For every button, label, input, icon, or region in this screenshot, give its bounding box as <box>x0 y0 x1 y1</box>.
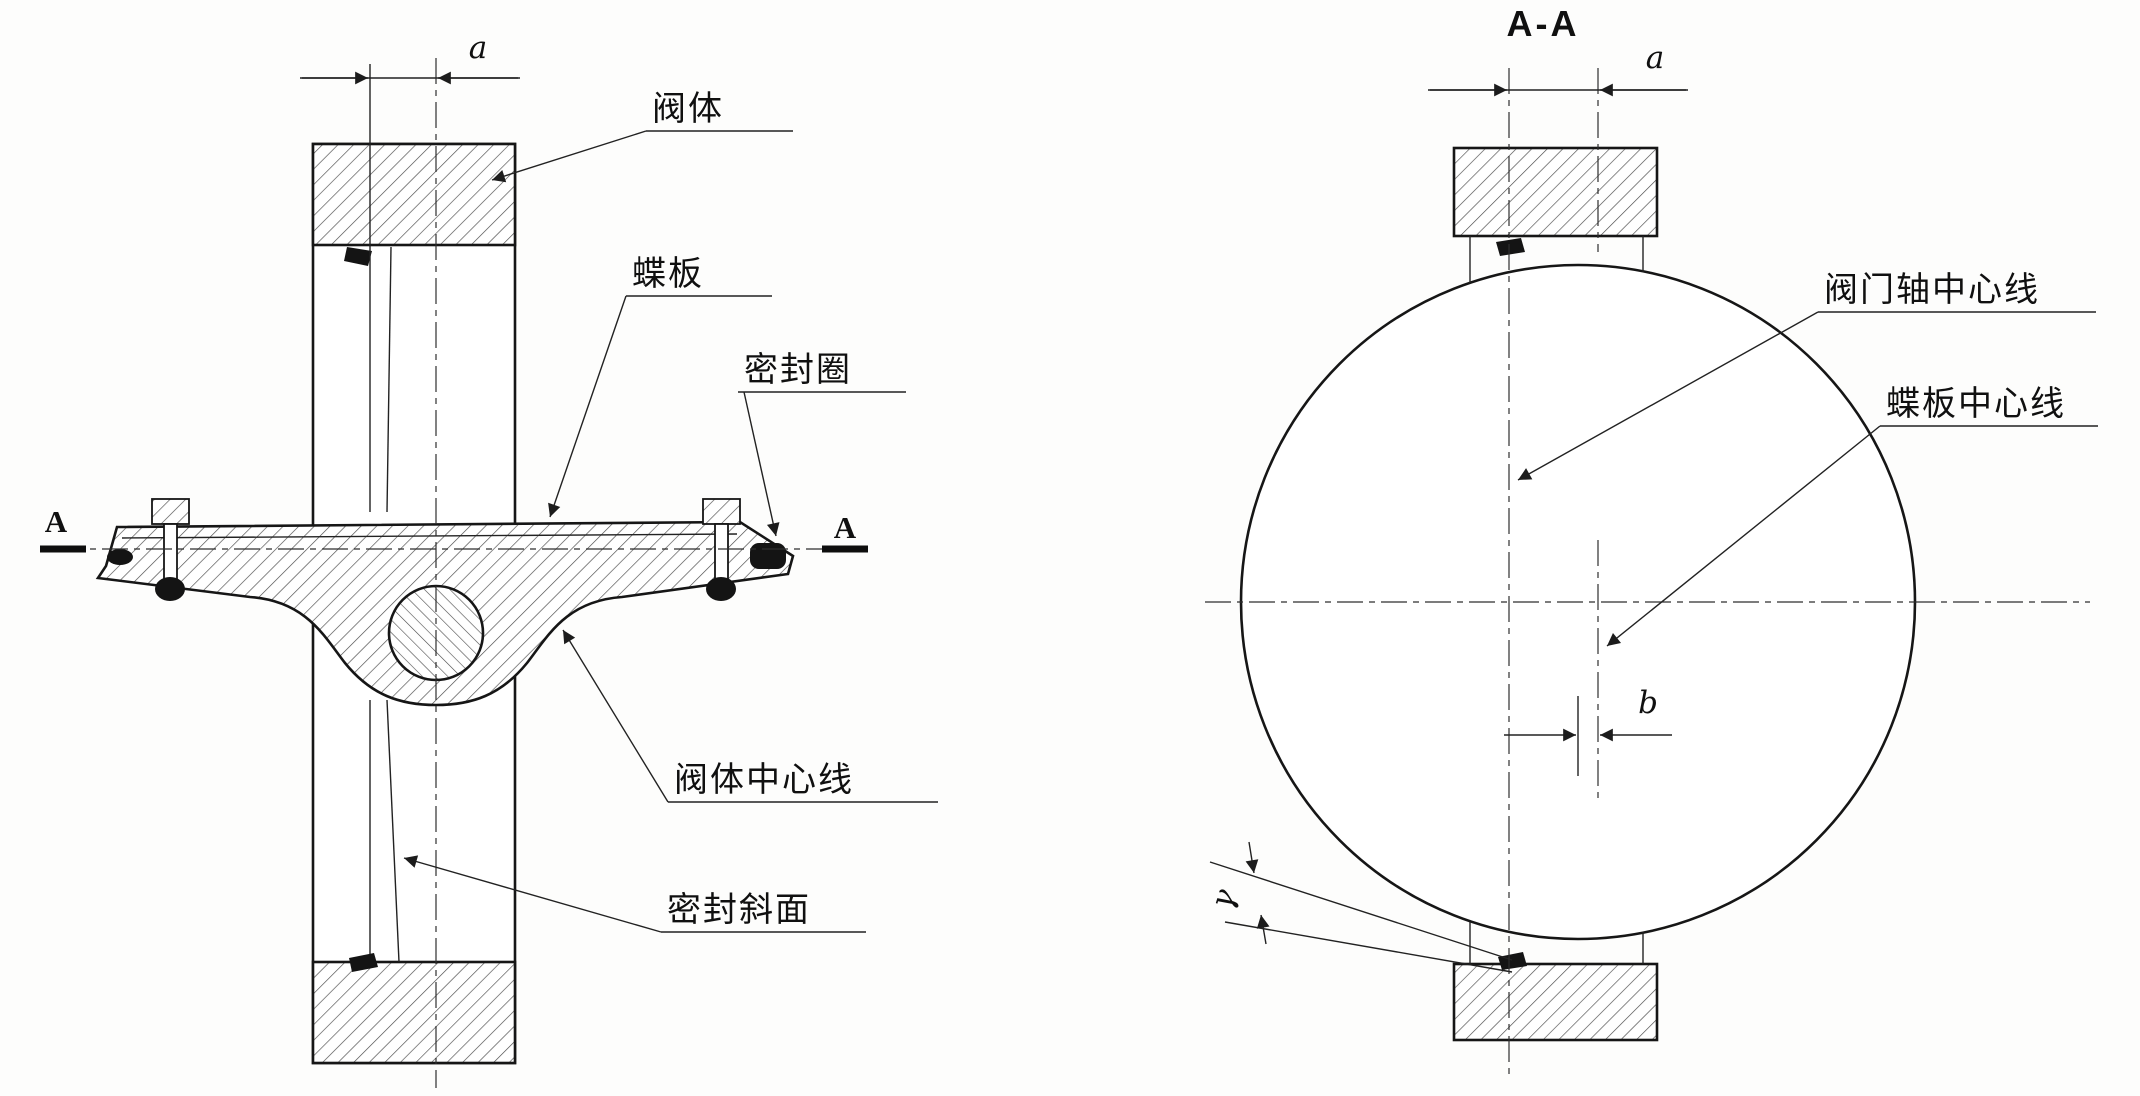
seat-detail-bottom-right <box>1498 952 1527 970</box>
label-disc-centerline: 蝶板中心线 <box>1886 384 2066 424</box>
left-section-view: A A a 阀体 蝶板 密封圈 <box>40 30 938 1088</box>
top-boss <box>1452 146 1659 238</box>
label-valve-body: 阀体 <box>652 89 724 129</box>
bolt-head-left <box>155 577 185 601</box>
dim-a-right-label: a <box>1646 40 1664 76</box>
body-top-hatch <box>311 142 517 247</box>
right-section-view: γ a b A-A 阀门轴中心线 <box>1204 3 2098 1080</box>
callout-disc-centerline: 蝶板中心线 <box>1606 384 2098 647</box>
label-body-centerline: 阀体中心线 <box>674 760 854 800</box>
callout-body-centerline: 阀体中心线 <box>562 629 938 803</box>
retainer-left <box>151 498 190 525</box>
seal-left-shape <box>107 549 133 565</box>
angle-gamma-label: γ <box>1204 885 1244 914</box>
section-cutting-line: A A <box>40 504 868 553</box>
dimension-a-left: a <box>300 30 520 512</box>
retainer-right <box>702 498 741 525</box>
seal-face-line <box>386 699 400 963</box>
section-marker-a-right: A <box>834 510 857 545</box>
label-seal-face: 密封斜面 <box>667 890 811 930</box>
section-marker-a-left: A <box>45 504 68 539</box>
dimension-a-right: a <box>1428 40 1688 97</box>
disc-assembly <box>95 498 795 707</box>
callout-disc: 蝶板 <box>548 254 772 518</box>
bolt-shaft-right <box>714 523 729 582</box>
section-title: A-A <box>1507 3 1580 44</box>
callout-shaft-centerline: 阀门轴中心线 <box>1517 270 2096 481</box>
label-disc: 蝶板 <box>632 254 704 294</box>
dim-a-left-label: a <box>469 30 487 66</box>
seat-detail-top-right <box>1496 238 1525 256</box>
dimension-b: b <box>1504 685 1672 742</box>
bottom-boss <box>1452 962 1659 1042</box>
label-shaft-centerline: 阀门轴中心线 <box>1824 270 2040 310</box>
seal-ring-shape <box>750 543 786 569</box>
callout-seal-face: 密封斜面 <box>403 855 866 933</box>
callout-seal-ring: 密封圈 <box>738 350 906 537</box>
body-bottom-hatch <box>311 960 517 1065</box>
seat-detail-top <box>344 247 372 266</box>
bolt-head-right <box>706 577 736 601</box>
bolt-shaft-left <box>163 523 178 582</box>
seat-detail-bottom <box>349 953 378 972</box>
label-seal-ring: 密封圈 <box>744 350 852 390</box>
dim-b-label: b <box>1638 685 1658 721</box>
callout-valve-body: 阀体 <box>491 89 793 183</box>
